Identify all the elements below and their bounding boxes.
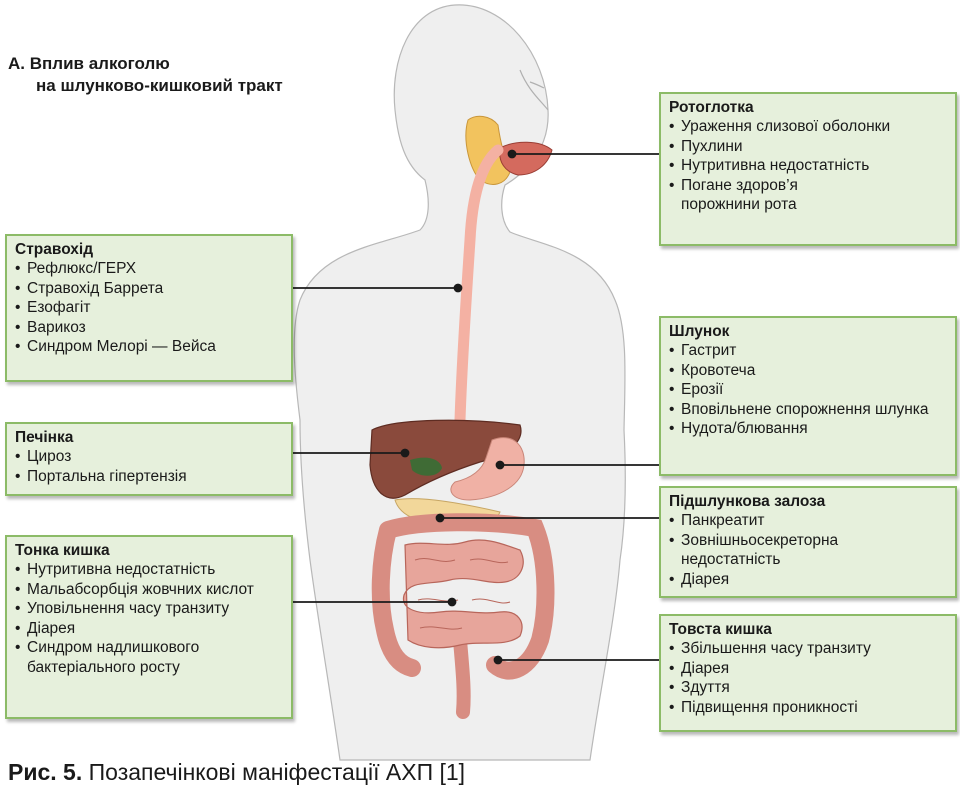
- list-item: Панкреатит: [669, 511, 947, 531]
- list-item: Уповільнення часу транзиту: [15, 599, 283, 619]
- list-item: Мальабсорбція жовчних кислот: [15, 580, 257, 600]
- box-stomach: Шлунок Гастрит Кровотеча Ерозії Вповільн…: [659, 316, 957, 476]
- box-large-intestine: Товста кишка Збільшення часу транзиту Ді…: [659, 614, 957, 732]
- caption-label: Рис. 5.: [8, 759, 82, 785]
- box-esophagus: Стравохід Рефлюкс/ГЕРХ Стравохід Баррета…: [5, 234, 293, 382]
- list-item: Діарея: [669, 659, 947, 679]
- mouth: [500, 142, 552, 175]
- list-item: Нудота/блювання: [669, 419, 947, 439]
- list-item: Варикоз: [15, 318, 283, 338]
- caption-text: Позапечінкові маніфестації АХП [1]: [89, 759, 465, 785]
- list-item: Езофагіт: [15, 298, 283, 318]
- list-item: Рефлюкс/ГЕРХ: [15, 259, 283, 279]
- list-item: Вповільнене спорожнення шлунка: [669, 400, 931, 420]
- list-item: Зовнішньосекреторна недостатність: [669, 531, 911, 570]
- box-heading: Товста кишка: [669, 620, 947, 639]
- list-item: Синдром надлишкового бактеріального рост…: [15, 638, 257, 677]
- box-oropharynx: Ротоглотка Ураження слизової оболонки Пу…: [659, 92, 957, 246]
- list-item: Погане здоров’я порожнини рота: [669, 176, 881, 215]
- box-liver: Печінка Цироз Портальна гіпертензія: [5, 422, 293, 496]
- rectum: [460, 640, 464, 712]
- list-item: Збільшення часу транзиту: [669, 639, 947, 659]
- box-pancreas: Підшлункова залоза Панкреатит Зовнішньос…: [659, 486, 957, 598]
- list-item: Нутритивна недостатність: [15, 560, 283, 580]
- list-item: Здуття: [669, 678, 947, 698]
- list-item: Синдром Мелорі — Вейса: [15, 337, 283, 357]
- title-letter: А.: [8, 54, 25, 73]
- list-item: Ерозії: [669, 380, 947, 400]
- figure-caption: Рис. 5. Позапечінкові маніфестації АХП […: [8, 756, 465, 788]
- list-item: Пухлини: [669, 137, 947, 157]
- panel-title: А. Вплив алкоголю на шлунково-кишковий т…: [8, 53, 283, 97]
- list-item: Діарея: [669, 570, 947, 590]
- box-heading: Стравохід: [15, 240, 283, 259]
- box-heading: Ротоглотка: [669, 98, 947, 117]
- title-line2: на шлунково-кишковий тракт: [8, 75, 283, 97]
- list-item: Кровотеча: [669, 361, 947, 381]
- box-heading: Печінка: [15, 428, 283, 447]
- list-item: Ураження слизової оболонки: [669, 117, 947, 137]
- list-item: Підвищення проникності: [669, 698, 947, 718]
- box-heading: Підшлункова залоза: [669, 492, 947, 511]
- box-heading: Тонка кишка: [15, 541, 283, 560]
- box-heading: Шлунок: [669, 322, 947, 341]
- box-small-intestine: Тонка кишка Нутритивна недостатність Мал…: [5, 535, 293, 719]
- list-item: Стравохід Баррета: [15, 279, 283, 299]
- list-item: Діарея: [15, 619, 283, 639]
- list-item: Гастрит: [669, 341, 947, 361]
- list-item: Цироз: [15, 447, 283, 467]
- list-item: Нутритивна недостатність: [669, 156, 947, 176]
- list-item: Портальна гіпертензія: [15, 467, 283, 487]
- title-line1: Вплив алкоголю: [30, 54, 170, 73]
